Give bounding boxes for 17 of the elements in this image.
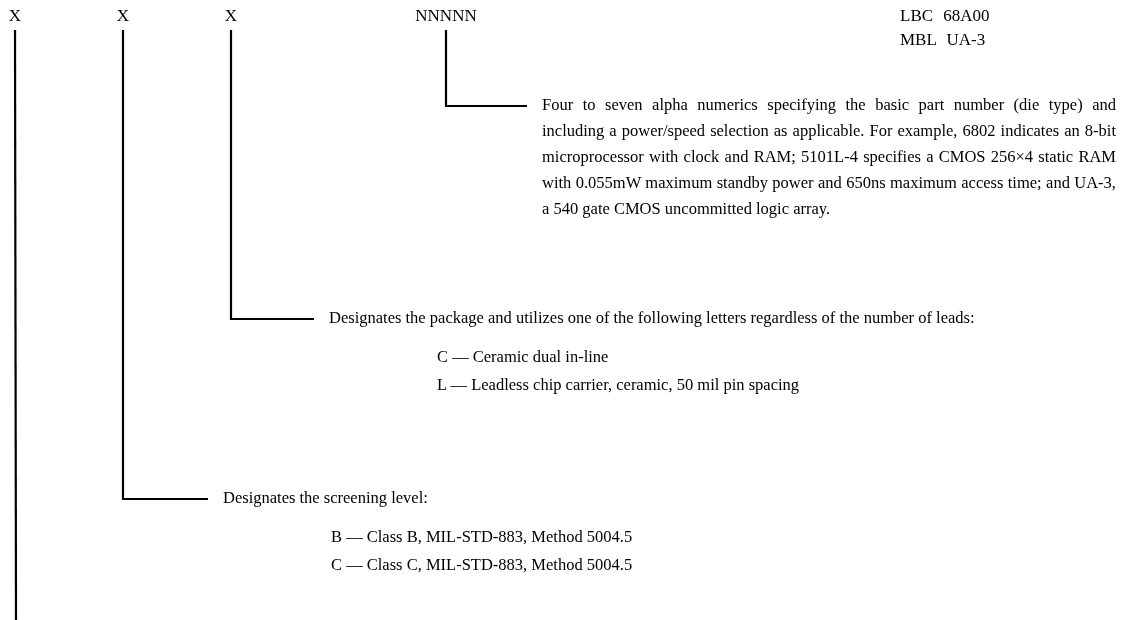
leader-line xyxy=(13,30,18,620)
description-text: Designates the package and utilizes one of the following letters regardless of the number of leads: xyxy=(329,307,975,329)
option-text: C — Class C, MIL-STD-883, Method 5004.5 xyxy=(331,554,633,576)
option-text: L — Leadless chip carrier, ceramic, 50 mil pin spacing xyxy=(437,374,800,396)
code-letter: X xyxy=(220,4,242,28)
part-number-example: LBC 68A00 xyxy=(900,5,990,27)
description-text: Designates the screening level: xyxy=(223,487,428,509)
option-text: B — Class B, MIL-STD-883, Method 5004.5 xyxy=(331,526,633,548)
option-text: C — Ceramic dual in-line xyxy=(437,346,609,368)
code-letter: X xyxy=(4,4,26,28)
leader-line xyxy=(121,30,208,501)
code-field: NNNNN xyxy=(400,4,492,28)
leader-line xyxy=(444,30,527,108)
description-text: Four to seven alpha numerics specifying the basic part number (die type) and including a power/speed selection as applicable. For example, 6802 indicates an 8-bit microprocessor with clock and RAM; 5101L-4 specifies a CMOS 256×4 static RAM with 0.055mW maximum standby power and 650ns maximum access time; and UA-3, a 540 gate CMOS uncommitted logic array. xyxy=(542,94,1116,220)
leader-line xyxy=(229,30,314,321)
part-number-example: MBL UA-3 xyxy=(900,29,986,51)
code-letter: X xyxy=(112,4,134,28)
